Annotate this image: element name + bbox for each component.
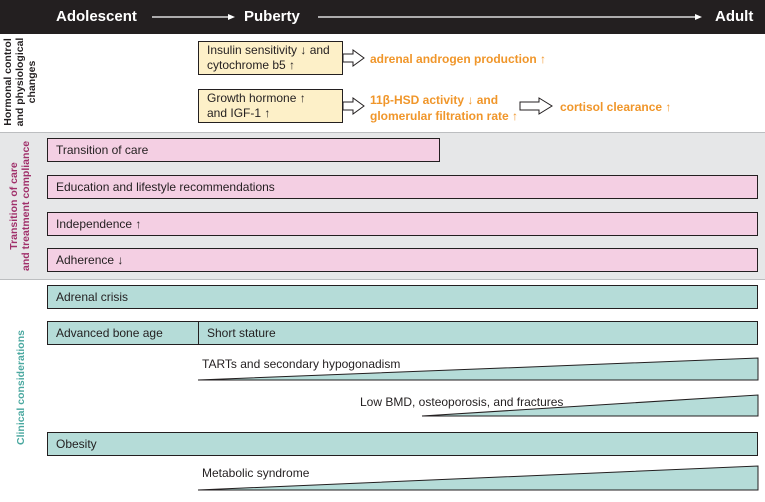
- growth-hormone-box: Growth hormone ↑ and IGF-1 ↑: [198, 89, 343, 123]
- hsd-line-2: glomerular filtration rate ↑: [370, 109, 519, 123]
- tarts-label: TARTs and secondary hypogonadism: [202, 357, 401, 371]
- gh-line-1: Growth hormone ↑: [207, 91, 306, 105]
- advanced-bone-age-bar: Advanced bone age: [47, 321, 199, 345]
- hsd-activity-result: 11β-HSD activity ↓ and glomerular filtra…: [370, 92, 518, 124]
- stage-adult: Adult: [715, 8, 754, 25]
- cortisol-clearance-result: cortisol clearance ↑: [560, 100, 672, 114]
- gh-line-2: and IGF-1 ↑: [207, 106, 271, 120]
- adrenal-crisis-bar: Adrenal crisis: [47, 285, 758, 309]
- transition-of-care-bar: Transition of care: [47, 138, 440, 162]
- block-arrow-3: [519, 97, 553, 115]
- hsd-line-1: 11β-HSD activity ↓ and: [370, 93, 499, 107]
- stage-adolescent: Adolescent: [56, 8, 137, 25]
- obesity-bar: Obesity: [47, 432, 758, 456]
- short-stature-bar: Short stature: [198, 321, 758, 345]
- divider-2: [0, 279, 765, 280]
- arrowhead-2: [695, 14, 702, 20]
- timeline-header: Adolescent Puberty Adult: [0, 0, 765, 34]
- metabolic-wedge: [197, 465, 759, 491]
- divider-1: [0, 132, 765, 133]
- insulin-line-2: cytochrome b5 ↑: [207, 58, 296, 72]
- insulin-line-1: Insulin sensitivity ↓ and: [207, 43, 330, 57]
- block-arrow-2: [342, 97, 365, 115]
- education-bar: Education and lifestyle recommendations: [47, 175, 758, 199]
- adherence-bar: Adherence ↓: [47, 248, 758, 272]
- adrenal-androgen-result: adrenal androgen production ↑: [370, 52, 547, 66]
- low-bmd-wedge: [421, 394, 759, 417]
- arrowhead-1: [228, 14, 235, 20]
- independence-bar: Independence ↑: [47, 212, 758, 236]
- metabolic-label: Metabolic syndrome: [202, 466, 310, 480]
- block-arrow-1: [342, 49, 365, 67]
- tarts-wedge: [197, 357, 759, 381]
- insulin-sensitivity-box: Insulin sensitivity ↓ and cytochrome b5 …: [198, 41, 343, 75]
- timeline-arrows: [152, 14, 702, 20]
- stage-puberty: Puberty: [244, 8, 300, 25]
- low-bmd-label: Low BMD, osteoporosis, and fractures: [360, 395, 564, 409]
